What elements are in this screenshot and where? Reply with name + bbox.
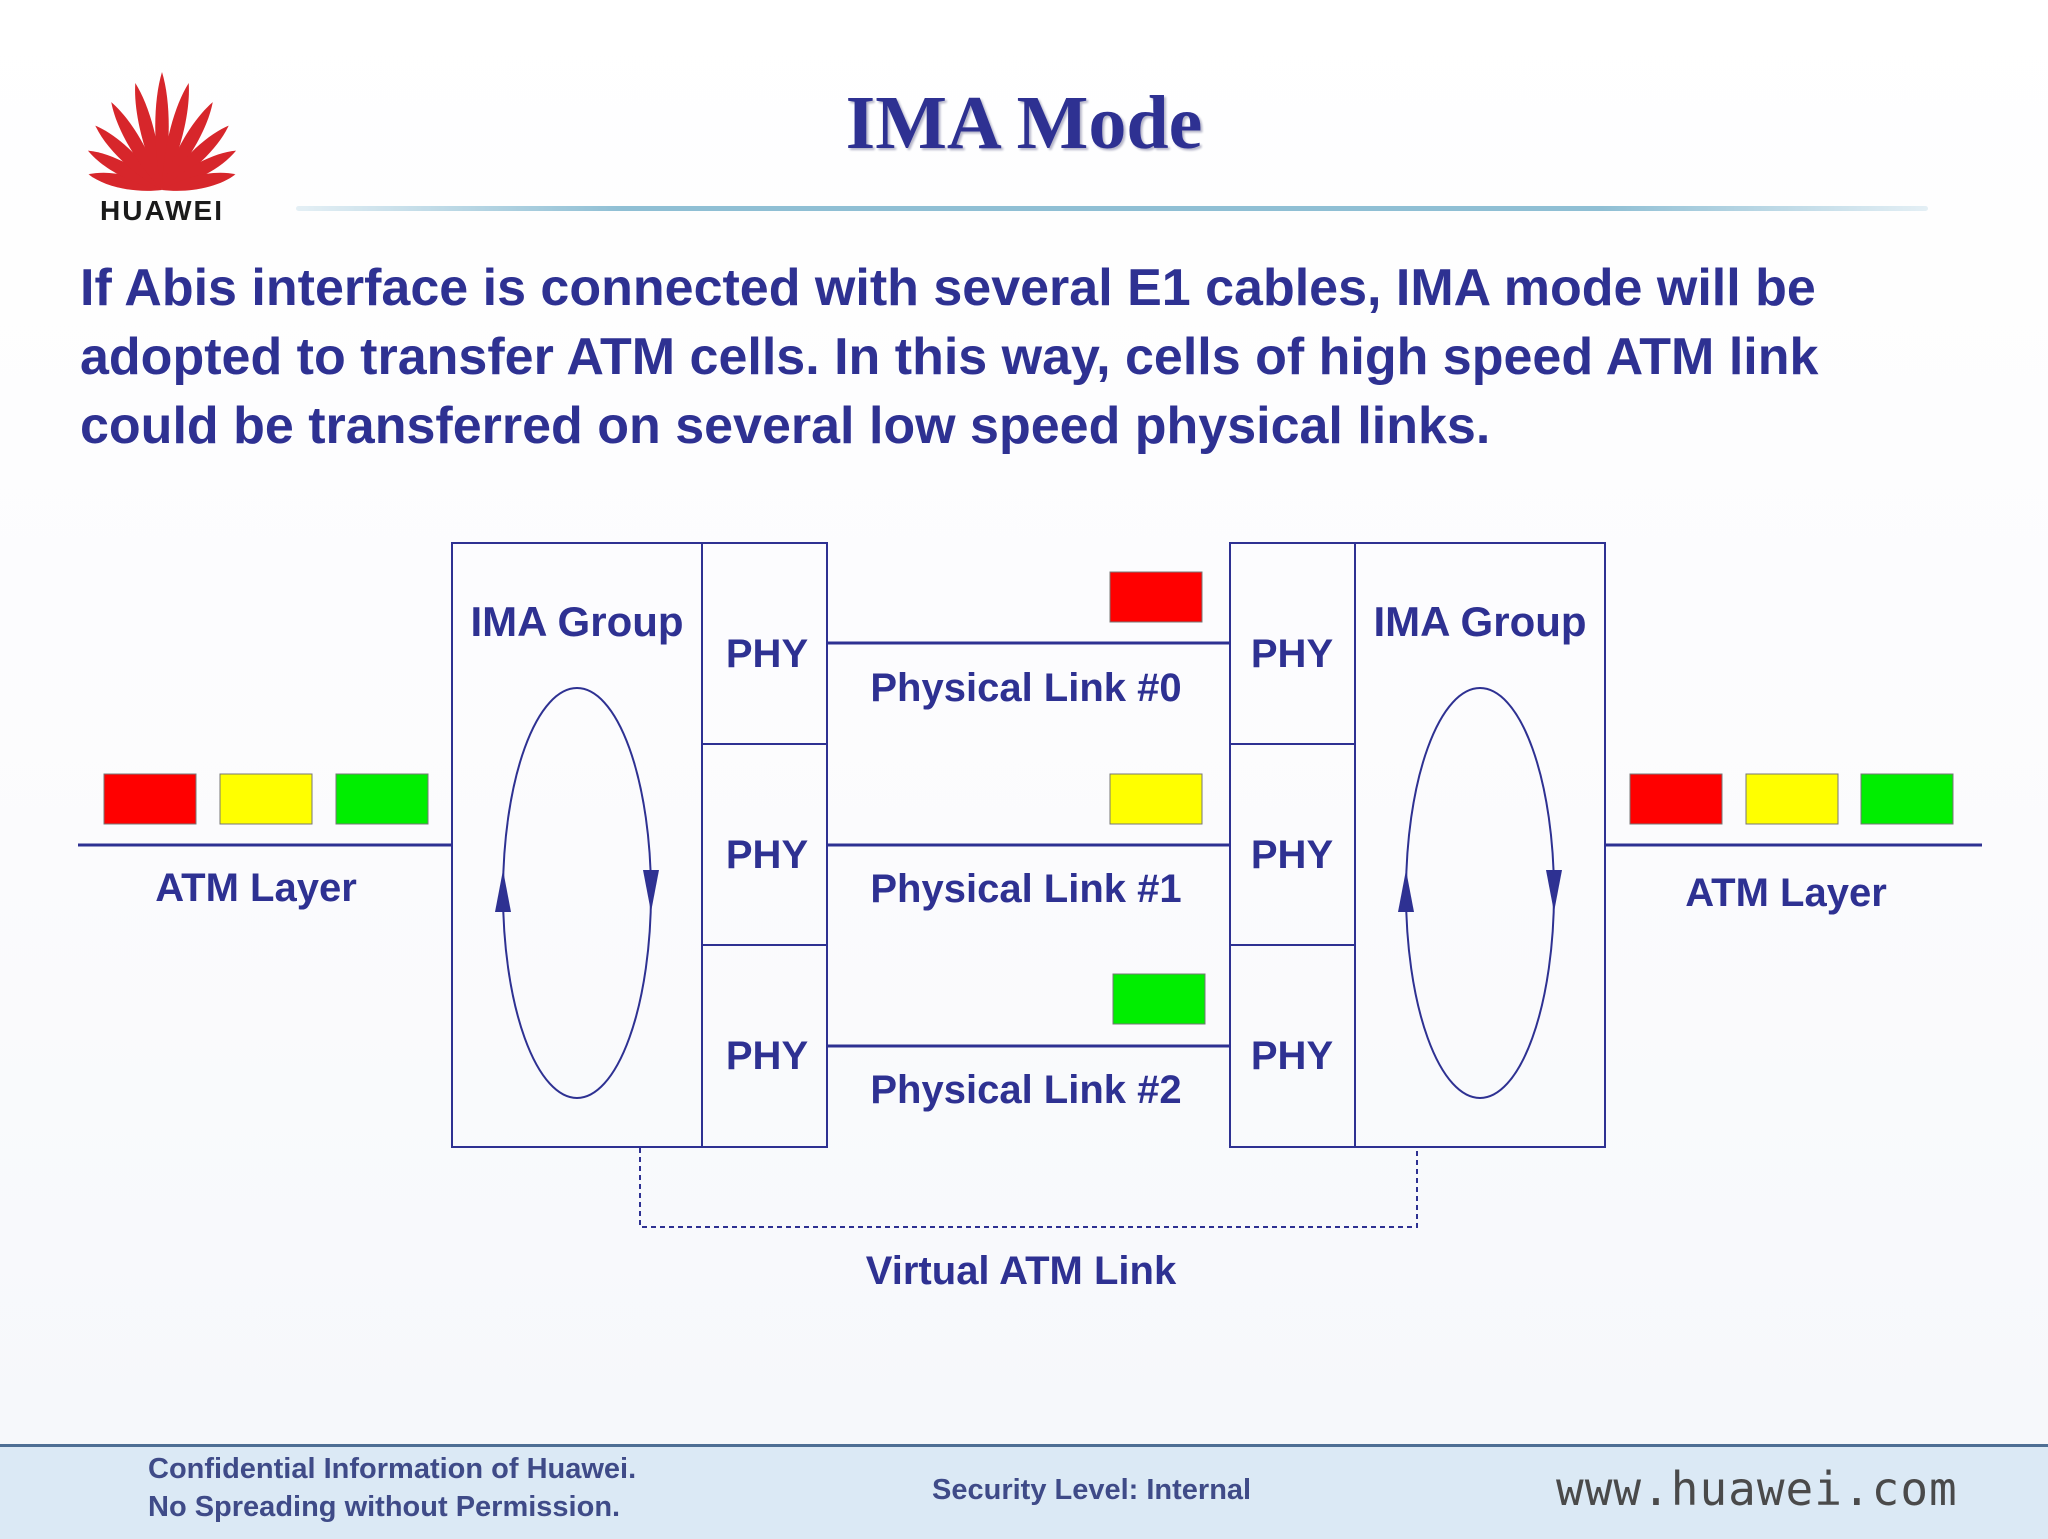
- right-atm-cell: [1860, 773, 1954, 825]
- left-atm-cell: [103, 773, 197, 825]
- logo-petal: [162, 82, 189, 190]
- physical-link-label: Physical Link #1: [870, 867, 1181, 911]
- virtual-link-bracket: [639, 1148, 1418, 1228]
- description-paragraph: If Abis interface is connected with seve…: [80, 254, 2000, 461]
- paragraph-line: adopted to transfer ATM cells. In this w…: [80, 328, 1819, 386]
- paragraph-line: could be transferred on several low spee…: [80, 397, 1491, 455]
- footer-bar: [0, 1444, 2048, 1539]
- right-rotation-ellipse: [1405, 687, 1555, 1099]
- logo-petal: [111, 102, 162, 190]
- left-up-arrow-icon: [495, 870, 511, 912]
- left-atm-cell: [335, 773, 429, 825]
- right-ima-group-label: IMA Group: [1373, 598, 1586, 645]
- confidential-line: Confidential Information of Huawei.: [148, 1453, 637, 1485]
- left-atm-layer-label: ATM Layer: [155, 866, 357, 910]
- paragraph-line: If Abis interface is connected with seve…: [80, 259, 1816, 317]
- huawei-logo: HUAWEI: [87, 72, 237, 226]
- right-atm-layer-label: ATM Layer: [1685, 871, 1887, 915]
- ima-diagram: ATM Layer ATM Layer IMA Group IMA Group …: [78, 542, 1982, 1293]
- physical-link-label: Physical Link #2: [870, 1068, 1181, 1112]
- left-phy-label: PHY: [726, 632, 809, 676]
- right-atm-cell: [1629, 773, 1723, 825]
- logo-petal: [87, 150, 162, 190]
- confidential-notice: Confidential Information of Huawei. No S…: [148, 1450, 636, 1526]
- logo-wordmark: HUAWEI: [100, 195, 224, 226]
- right-atm-cell: [1745, 773, 1839, 825]
- logo-petal: [88, 172, 162, 191]
- right-up-arrow-icon: [1398, 870, 1414, 912]
- link-cell: [1109, 773, 1203, 825]
- left-ima-group-label: IMA Group: [470, 598, 683, 645]
- left-atm-cell: [219, 773, 313, 825]
- left-phy-label: PHY: [726, 1034, 809, 1078]
- logo-petal: [162, 102, 213, 190]
- right-phy-label: PHY: [1251, 1034, 1334, 1078]
- logo-petal: [95, 125, 162, 190]
- logo-petal: [135, 82, 162, 190]
- left-rotation-ellipse: [502, 687, 652, 1099]
- right-down-arrow-icon: [1546, 870, 1562, 912]
- link-cell: [1109, 571, 1203, 623]
- slide-background: [0, 0, 2048, 1444]
- left-phy-label: PHY: [726, 833, 809, 877]
- confidential-line: No Spreading without Permission.: [148, 1491, 621, 1523]
- virtual-link-label: Virtual ATM Link: [866, 1249, 1177, 1293]
- title-divider: [296, 206, 1928, 211]
- page-title: IMA Mode: [845, 81, 1203, 165]
- logo-petal: [162, 125, 229, 190]
- right-phy-label: PHY: [1251, 632, 1334, 676]
- link-cell: [1112, 973, 1206, 1025]
- logo-petal: [162, 172, 236, 191]
- right-ima-group-box: [1354, 542, 1606, 1148]
- left-down-arrow-icon: [643, 870, 659, 912]
- right-phy-label: PHY: [1251, 833, 1334, 877]
- logo-petal: [162, 150, 237, 190]
- logo-petals-icon: [87, 72, 237, 191]
- security-level: Security Level: Internal: [932, 1474, 1252, 1506]
- physical-link-label: Physical Link #0: [870, 666, 1181, 710]
- website-link[interactable]: www.huawei.com: [1556, 1462, 1958, 1516]
